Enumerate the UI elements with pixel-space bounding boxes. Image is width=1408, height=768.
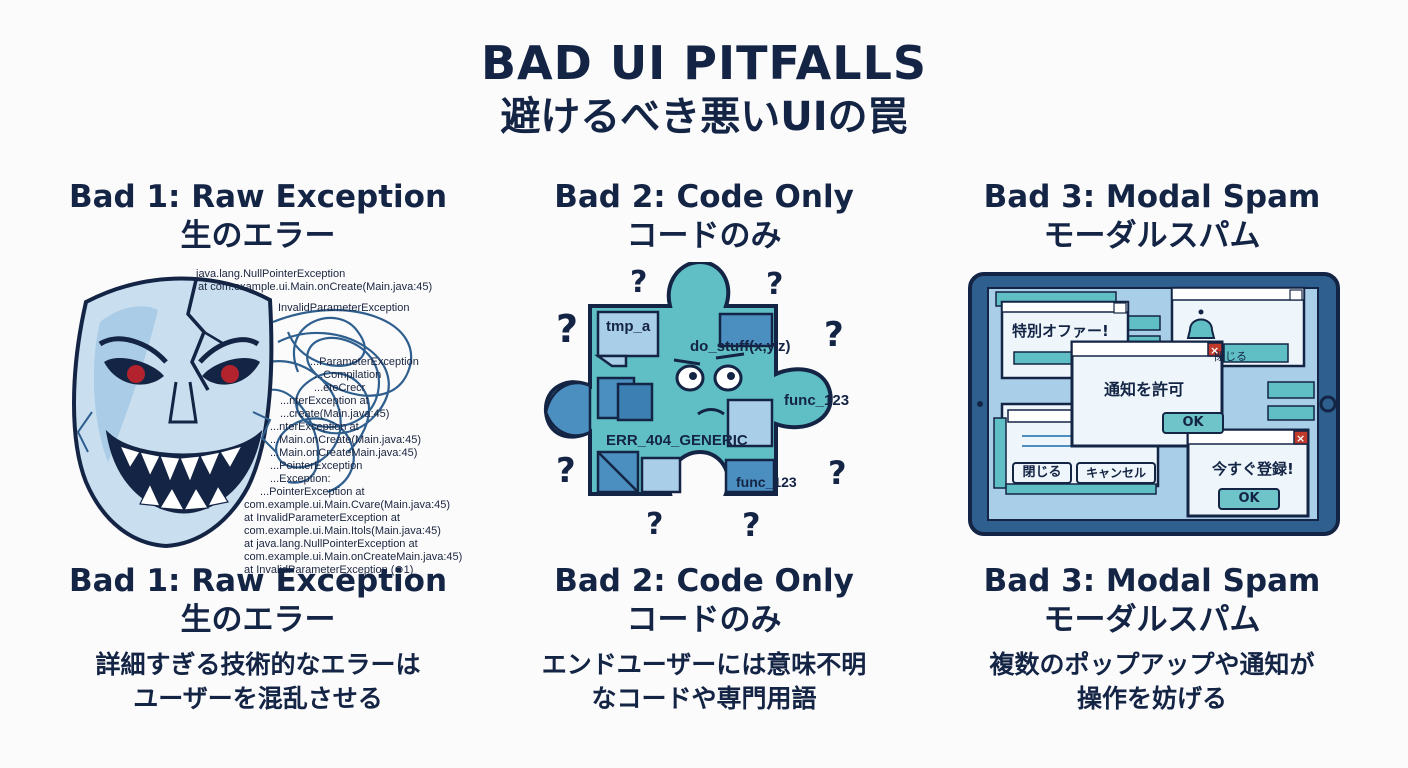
svg-text:?: ? [742,506,761,544]
stack-trace-text: java.lang.NullPointerException at com.ex… [48,262,468,576]
card-heading: Bad 3: Modal Spam モーダルスパム [942,178,1362,256]
card-modal-spam: Bad 3: Modal Spam モーダルスパム [942,0,1362,768]
svg-text:?: ? [646,507,663,542]
svg-text:?: ? [556,451,576,491]
svg-text:?: ? [630,265,647,300]
cancel-button[interactable]: キャンセル [1076,462,1156,484]
stack-line: ...Main.onCreateMain.java:45) [270,447,418,459]
stack-line: ...ParameterException [310,356,419,368]
puzzle-label-func-bottom: func_123 [736,474,797,490]
card-caption: Bad 1: Raw Exception 生のエラー [48,562,468,640]
stack-line: InvalidParameterException [278,302,410,314]
card-heading-jp: 生のエラー [180,218,336,254]
svg-text:?: ? [828,454,847,492]
stack-line: ...eteCrecr [314,382,366,394]
theater-mask-icon [72,276,413,549]
card-caption: Bad 3: Modal Spam モーダルスパム [942,562,1362,640]
close-icon[interactable]: × [1210,344,1220,357]
description-line: 操作を妨げる [1076,684,1227,713]
puzzle-label-tmp: tmp_a [606,318,651,335]
description-line: エンドユーザーには意味不明 [541,650,867,679]
card-description: 詳細すぎる技術的なエラーは ユーザーを混乱させる [48,648,468,716]
svg-text:?: ? [766,267,783,302]
confused-puzzle-icon: ? ? ? ? ? ? ? ? ? [543,262,847,544]
puzzle-label-func-right: func_123 [784,392,850,409]
page-subtitle: 避けるべき悪いUIの罠 [500,94,908,140]
card-heading-en: Bad 2: Code Only [554,179,854,215]
stack-line: at java.lang.NullPointerException at [244,538,418,550]
svg-text:?: ? [824,315,844,355]
stack-line: ...create(Main.java:45) [280,408,390,420]
card-raw-exception: Bad 1: Raw Exception 生のエラー [48,0,468,768]
card-heading-en: Bad 1: Raw Exception [68,179,448,215]
stack-line: at InvalidParameterException at [244,512,400,524]
card-heading-jp: モーダルスパム [1043,218,1261,254]
bell-icon [1186,318,1216,339]
confused-face [673,352,745,416]
stack-line: com.example.ui.Main.onCreateMain.java:45… [244,551,463,563]
stack-line: ...nterException at [280,395,369,407]
stack-line: at InvalidParameterException (⊕1) [244,564,414,576]
stack-line: com.example.ui.Main.Itols(Main.java:45) [244,525,441,537]
tablet-icon [968,272,1340,536]
description-line: ユーザーを混乱させる [133,684,383,713]
modal-permission-title: 通知を許可 [1104,380,1185,399]
stack-line: at com.example.ui.Main.onCreate(Main.jav… [198,281,433,293]
modal-offer-title: 特別オファー! [1012,322,1109,340]
register-ok-button[interactable]: OK [1218,488,1280,510]
stack-line: ...Main.onCreate(Main.java:45) [270,434,422,446]
card-caption-en: Bad 1: Raw Exception [68,563,448,599]
card-caption: Bad 2: Code Only コードのみ [494,562,914,640]
card-caption-en: Bad 2: Code Only [554,563,854,599]
stack-line: ...Exception: [270,473,331,485]
card-caption-en: Bad 3: Modal Spam [983,563,1321,599]
modal-register-title: 今すぐ登録! [1212,460,1294,478]
stack-line: com.example.ui.Main.Cvare(Main.java:45) [244,499,451,511]
card-caption-jp: 生のエラー [180,602,336,638]
tangled-wire-icon [262,308,413,494]
card-caption-jp: コードのみ [626,602,782,638]
card-code-only: Bad 2: Code Only コードのみ ? ? ? ? ? ? ? ? ? [494,0,914,768]
modal-close-partial[interactable]: 閉じる [1214,350,1247,363]
stack-line: ...Compilation [314,369,382,381]
puzzle-label-err: ERR_404_GENERIC [606,432,748,449]
card-heading-en: Bad 3: Modal Spam [983,179,1321,215]
stack-line: ...PointerException at [260,486,365,498]
modal-spam-illustration: 特別オファー! 閉じる 通知を許可 OK 閉じる キャンセル 今すぐ登録! OK… [942,262,1362,562]
close-button[interactable]: 閉じる [1012,462,1072,484]
description-line: 複数のポップアップや通知が [989,650,1315,679]
card-caption-jp: モーダルスパム [1043,602,1261,638]
card-heading-jp: コードのみ [626,218,782,254]
stack-line: ...nterException at [270,421,359,433]
code-only-illustration: ? ? ? ? ? ? ? ? ? [494,262,914,562]
card-heading: Bad 2: Code Only コードのみ [494,178,914,256]
puzzle-label-stuff: do_stuff(x,y,z) [690,338,791,355]
close-icon[interactable]: × [1296,432,1306,445]
raw-exception-illustration: java.lang.NullPointerException at com.ex… [48,262,468,576]
description-line: なコードや専門用語 [591,684,817,713]
card-description: エンドユーザーには意味不明 なコードや専門用語 [494,648,914,716]
card-description: 複数のポップアップや通知が 操作を妨げる [942,648,1362,716]
permission-ok-button[interactable]: OK [1162,412,1224,434]
card-heading: Bad 1: Raw Exception 生のエラー [48,178,468,256]
page-title: BAD UI PITFALLS [480,36,928,90]
stack-line: java.lang.NullPointerException [196,268,346,280]
svg-text:?: ? [556,307,578,351]
stack-line: ...PointerException [270,460,363,472]
description-line: 詳細すぎる技術的なエラーは [95,650,421,679]
